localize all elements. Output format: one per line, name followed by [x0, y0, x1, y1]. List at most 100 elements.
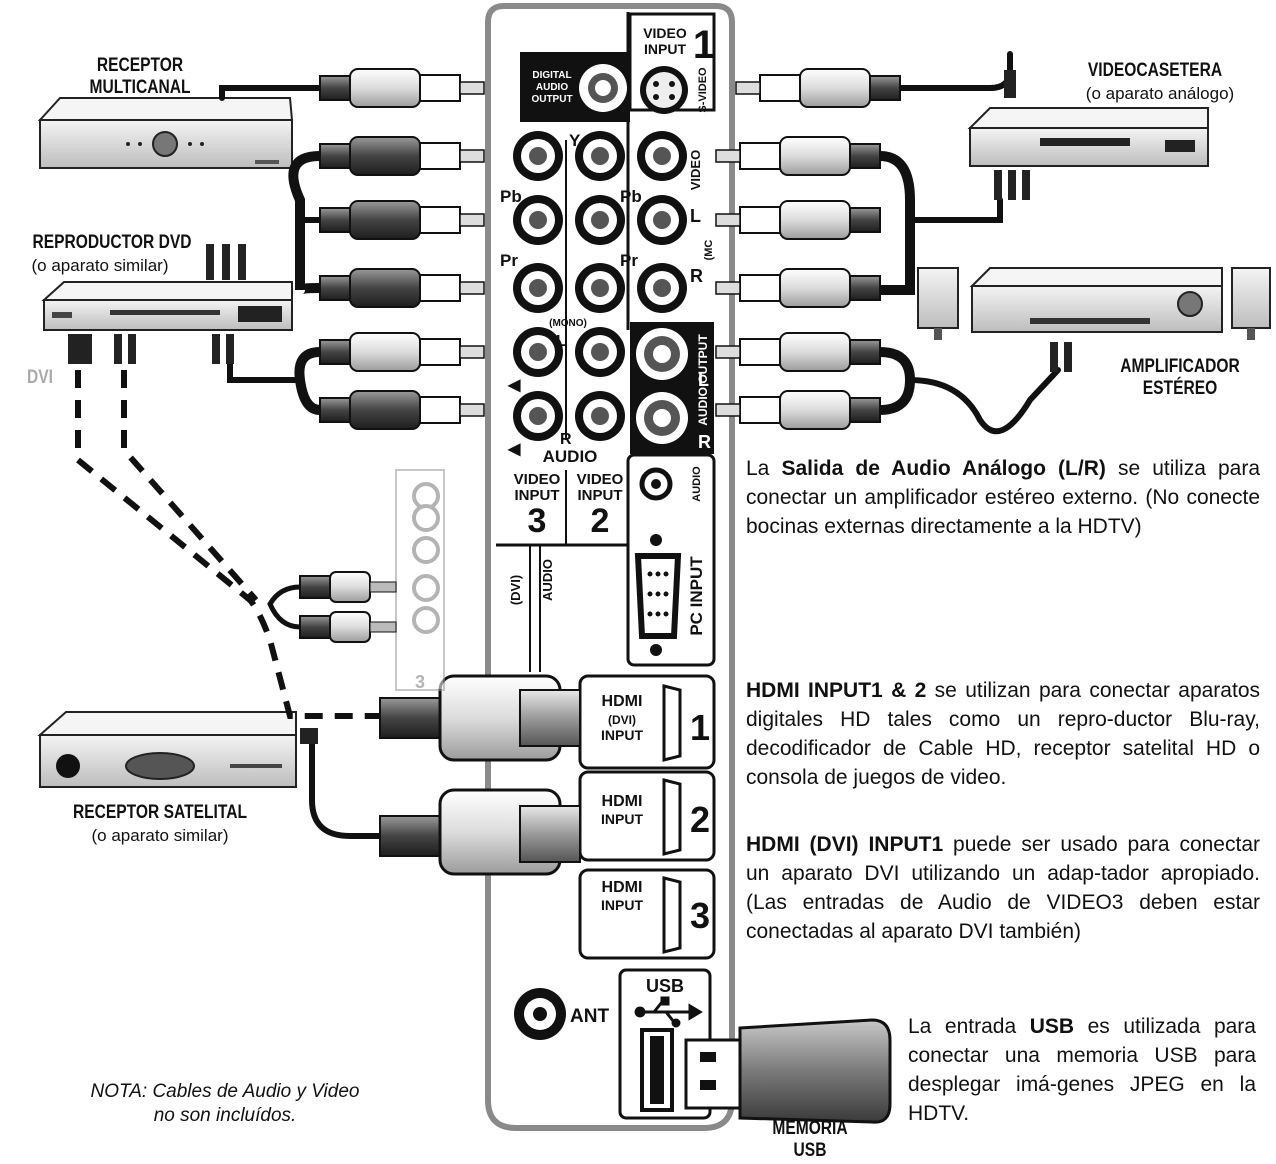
svg-text:VIDEO: VIDEO — [577, 471, 624, 488]
label-mono: (MONO) — [549, 318, 587, 329]
label-y: Y — [569, 131, 581, 150]
rca-plug — [319, 268, 485, 308]
dvi-dashed-cables — [75, 370, 380, 719]
desc-usb: La entrada USB es utilizada para conecta… — [908, 1015, 1256, 1125]
desc-hdmi: HDMI INPUT1 & 2 se utilizan para conecta… — [746, 679, 1260, 789]
label-memoria-usb: MEMORIA USB — [772, 1118, 848, 1161]
video-input-2-number: 2 — [591, 502, 610, 540]
video-input-1-number: 1 — [693, 23, 715, 67]
label-videocasetera: VIDEOCASETERA — [1087, 60, 1223, 81]
label-receptor-multicanal: RECEPTOR MULTICANAL — [89, 55, 191, 98]
svg-text:R: R — [560, 431, 572, 448]
label-pb-2: Pb — [620, 187, 642, 206]
rca-plug — [319, 332, 485, 372]
label-reproductor-dvd: REPRODUCTOR DVD — [32, 232, 192, 253]
label-pb-3: Pb — [500, 187, 522, 206]
antenna-port[interactable]: ANT — [514, 988, 609, 1040]
rca-plug — [319, 390, 485, 430]
svg-text:(DVI): (DVI) — [508, 575, 523, 605]
svg-text:S-VIDEO: S-VIDEO — [697, 67, 709, 113]
rca-jack[interactable] — [575, 263, 625, 313]
svg-text:PC INPUT: PC INPUT — [687, 556, 706, 636]
label-l: L — [690, 206, 701, 226]
speaker-right — [1231, 267, 1271, 329]
svg-text:OUTPUT: OUTPUT — [531, 94, 572, 105]
rca-plug — [715, 200, 881, 240]
label-receptor-satelital: RECEPTOR SATELITAL — [73, 802, 247, 823]
label-video: VIDEO — [688, 150, 703, 190]
svg-text:VIDEO: VIDEO — [514, 471, 561, 488]
rca-jack[interactable] — [637, 263, 687, 313]
dvi-connector — [68, 334, 92, 364]
rca-plug — [715, 390, 881, 430]
svg-text:◀: ◀ — [507, 377, 521, 394]
rca-plug — [319, 68, 485, 108]
svg-text:R: R — [698, 432, 711, 452]
rca-jack[interactable] — [575, 327, 625, 377]
svg-text:2: 2 — [690, 799, 710, 840]
stereo-amplifier — [917, 267, 1271, 340]
hdmi-2-port[interactable]: HDMI INPUT 2 — [578, 770, 716, 862]
svg-text:INPUT: INPUT — [601, 727, 643, 743]
dvd-player — [41, 281, 293, 331]
usb-memory-stick — [684, 1018, 892, 1124]
rca-jack[interactable] — [513, 131, 563, 181]
svg-text:AUDIO: AUDIO — [536, 82, 568, 93]
svg-text:L: L — [556, 333, 566, 350]
hdmi-plug-1 — [379, 674, 581, 762]
rca-plug — [319, 200, 485, 240]
svg-text:3: 3 — [690, 895, 710, 936]
rca-jack[interactable] — [513, 391, 563, 441]
svg-text:INPUT: INPUT — [644, 41, 686, 57]
rca-plug — [715, 268, 881, 308]
rca-jack[interactable] — [575, 195, 625, 245]
satellite-receiver — [37, 711, 297, 788]
rca-jack[interactable] — [637, 131, 687, 181]
vcr-device — [967, 107, 1209, 167]
rca-plug — [715, 136, 881, 176]
rca-jack[interactable] — [513, 263, 563, 313]
svg-text:AUDIO: AUDIO — [691, 466, 703, 502]
svg-text:INPUT: INPUT — [578, 487, 623, 504]
hdmi-3-port[interactable]: HDMI INPUT 3 — [578, 868, 716, 960]
label-receptor-satelital-sub: (o aparato similar) — [91, 826, 229, 845]
video-input-1-label: VIDEO — [643, 25, 687, 41]
label-pr-3: Pr — [500, 251, 518, 270]
speaker-left — [917, 267, 959, 329]
rca-plug — [319, 136, 485, 176]
video-input-3-number: 3 — [528, 502, 547, 540]
label-audio: AUDIO — [543, 447, 598, 466]
label-pr-2: Pr — [620, 251, 638, 270]
label-amplificador: AMPLIFICADOR ESTÉREO — [1120, 356, 1240, 399]
rca-jack[interactable] — [575, 131, 625, 181]
svg-text:(MC: (MC — [703, 240, 715, 261]
svg-text:AUDIO OUTPUT: AUDIO OUTPUT — [696, 334, 710, 426]
svg-text:(DVI): (DVI) — [608, 713, 636, 727]
svg-text:AUDIO: AUDIO — [540, 559, 555, 601]
hdmi-1-port[interactable]: HDMI (DVI) INPUT 1 — [578, 674, 716, 770]
inset-audio-plugs — [267, 571, 397, 643]
svg-text:HDMI: HDMI — [602, 879, 643, 896]
note: NOTA: Cables de Audio y Video no son inc… — [90, 1081, 360, 1126]
rca-jack[interactable] — [513, 327, 563, 377]
svg-text:INPUT: INPUT — [601, 811, 643, 827]
svg-text:3: 3 — [415, 672, 425, 692]
rca-jack[interactable] — [637, 195, 687, 245]
ant-label: ANT — [570, 1006, 609, 1027]
desc-audio-output: La Salida de Audio Análogo (L/R) se util… — [746, 457, 1260, 538]
pc-input-block: AUDIO PC INPUT — [634, 466, 706, 656]
audio-output-block: L R AUDIO OUTPUT — [630, 322, 714, 454]
svg-text:HDMI: HDMI — [602, 793, 643, 810]
hdmi-logo: HDMI — [602, 693, 643, 710]
svg-text:L: L — [698, 370, 709, 390]
svg-text:INPUT: INPUT — [515, 487, 560, 504]
digital-audio-output: DIGITAL AUDIO OUTPUT — [520, 52, 630, 122]
usb-icon — [634, 996, 703, 1028]
rca-jack[interactable] — [575, 391, 625, 441]
svg-text:1: 1 — [690, 707, 710, 748]
rca-jack[interactable] — [513, 195, 563, 245]
label-videocasetera-sub: (o aparato análogo) — [1085, 84, 1235, 103]
rca-plug — [715, 332, 881, 372]
video-input-1-block: VIDEO INPUT 1 S-VIDEO — [628, 12, 716, 114]
usb-port[interactable]: USB — [618, 968, 712, 1120]
